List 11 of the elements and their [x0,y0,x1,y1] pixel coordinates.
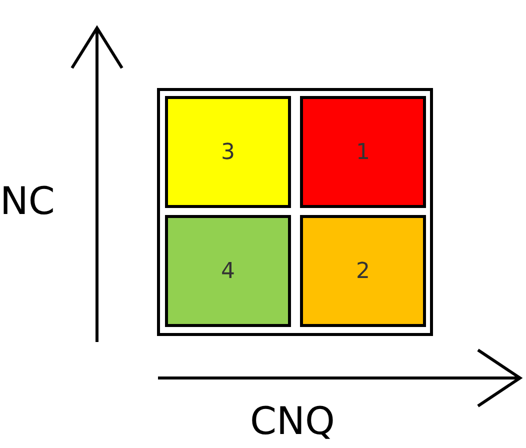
axis-label: NC [0,182,55,220]
quadrant-number: 3 [221,138,235,166]
quadrant-number: 2 [356,258,370,286]
quadrant-grid [157,88,433,336]
axis-label: CNQ [250,402,335,440]
quadrant-number: 1 [356,138,370,166]
quadrant-cell [165,96,291,208]
quadrant-cell [165,215,291,327]
quadrant-cell [300,215,426,327]
quadrant-cell [300,96,426,208]
quadrant-number: 4 [221,258,235,286]
